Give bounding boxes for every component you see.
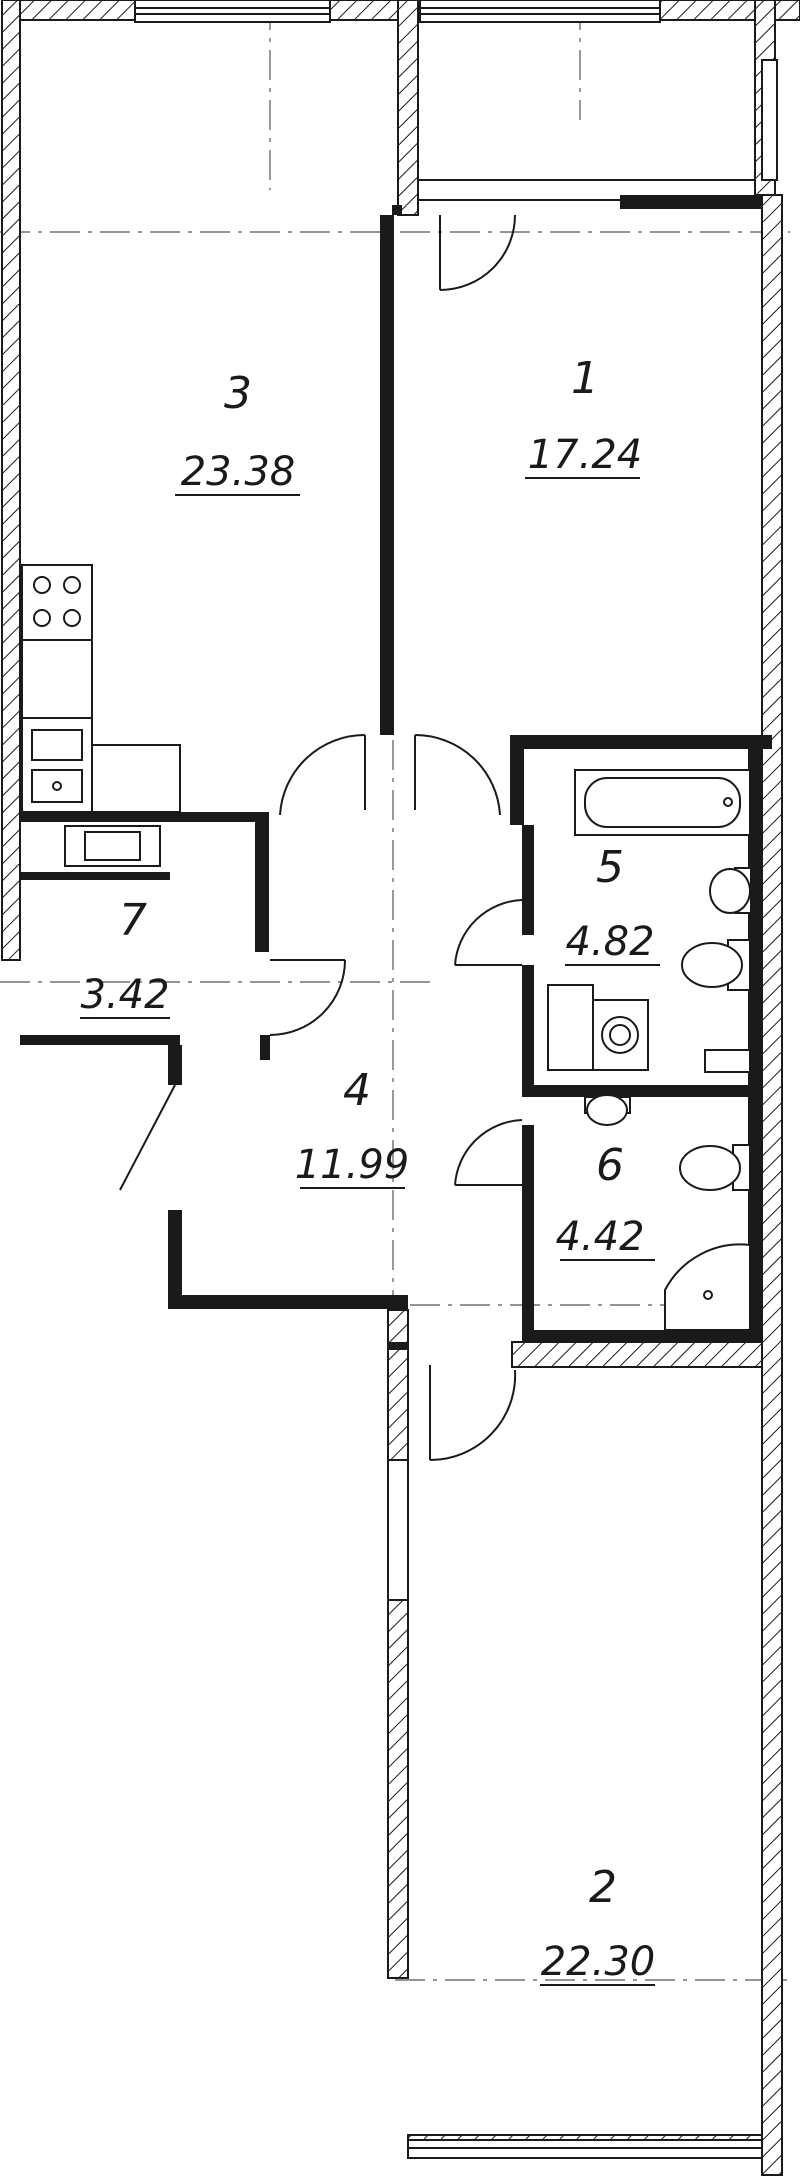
room-number: 4 (343, 1065, 371, 1116)
room-area: 4.82 (565, 919, 654, 965)
room-number: 2 (589, 1862, 617, 1913)
room-label-6: 6 4.42 (555, 1140, 655, 1261)
room-label-7: 7 3.42 (80, 895, 170, 1019)
bathtub-icon (574, 769, 751, 836)
stove-icon (21, 564, 93, 641)
room-label-4: 4 11.99 (295, 1065, 410, 1189)
interior-walls (20, 179, 772, 1368)
washing-machine-icon (547, 984, 751, 1073)
room-area: 22.30 (541, 1939, 656, 1985)
toilet-icon (681, 867, 752, 991)
room-number: 1 (571, 353, 599, 404)
microwave-icon (64, 825, 161, 867)
window-icon (134, 0, 778, 2159)
room-label-3: 3 23.38 (175, 368, 300, 496)
room-number: 5 (596, 842, 624, 893)
room-area: 4.42 (555, 1214, 644, 1260)
counter (21, 564, 181, 816)
shower-icon (664, 1243, 751, 1331)
toilet-icon (584, 1094, 751, 1191)
room-number: 6 (596, 1140, 624, 1191)
room-label-2: 2 22.30 (540, 1862, 656, 1986)
door-swing-icon (119, 214, 523, 1462)
room-label-5: 5 4.82 (565, 842, 660, 966)
room-area: 23.38 (181, 449, 296, 495)
sink-icon (21, 717, 93, 813)
room-number: 3 (224, 368, 252, 419)
room-label-1: 1 17.24 (525, 353, 643, 479)
room-area: 11.99 (295, 1142, 410, 1188)
room-number: 7 (119, 895, 147, 946)
room-area: 17.24 (528, 432, 643, 478)
room-area: 3.42 (80, 972, 169, 1018)
